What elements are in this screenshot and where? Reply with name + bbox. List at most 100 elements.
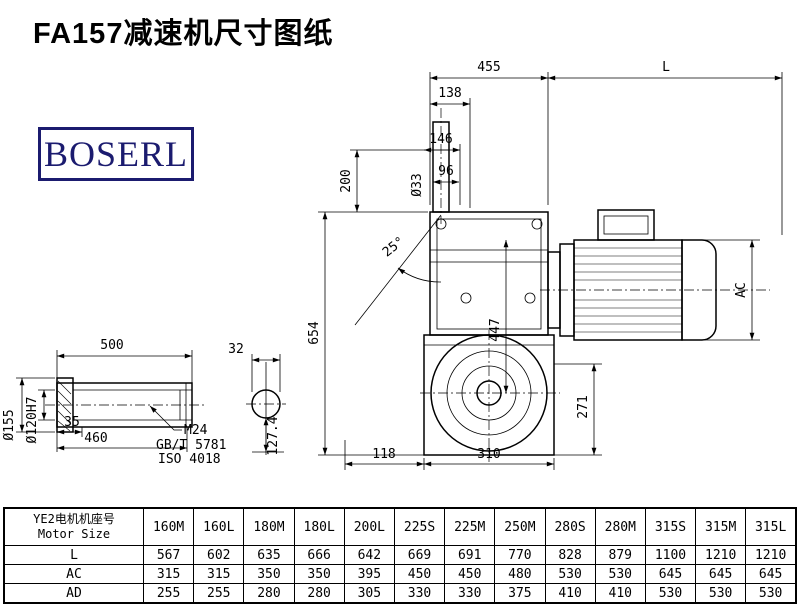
shaft-hatching xyxy=(57,380,72,432)
table-cell: 280 xyxy=(243,583,295,604)
dim-310-label: 310 xyxy=(477,447,500,462)
motor xyxy=(540,209,770,341)
table-cell: 770 xyxy=(494,545,546,565)
table-header-cell: 200L xyxy=(343,507,395,546)
note-iso-label: ISO 4018 xyxy=(158,452,221,467)
table-header-cell: 180M xyxy=(243,507,295,546)
dim-d33-label: Ø33 xyxy=(410,173,425,196)
dim-127-4-label: 127.4 xyxy=(266,416,281,455)
table-header-cell: 160L xyxy=(193,507,245,546)
table-header-cell: 225S xyxy=(393,507,446,546)
table-row-label: AC xyxy=(3,564,144,584)
technical-drawing: 455 L 138 146 96 Ø33 200 25° 654 xyxy=(2,60,783,470)
table-cell: 480 xyxy=(494,564,546,584)
page-title: FA157减速机尺寸图纸 xyxy=(33,18,334,50)
dim-32-label: 32 xyxy=(228,342,244,357)
table-header-cell: 280S xyxy=(544,507,596,546)
table-header-cell: 315S xyxy=(644,507,697,546)
table-header-cell: 250M xyxy=(494,507,546,546)
dim-200-label: 200 xyxy=(339,169,354,192)
table-cell: 1100 xyxy=(644,545,697,565)
motor-terminal-box xyxy=(597,209,655,241)
table-cell: 330 xyxy=(444,583,496,604)
logo-box: BOSERL xyxy=(38,127,194,181)
table-cell: 642 xyxy=(343,545,395,565)
table-row-label: L xyxy=(3,545,144,565)
dim-500-label: 500 xyxy=(100,338,123,353)
dim-138-label: 138 xyxy=(438,86,461,101)
table-cell: 315 xyxy=(193,564,245,584)
dim-L-label: L xyxy=(662,60,670,75)
main-view-dimensions: 455 L 138 146 96 Ø33 200 25° 654 xyxy=(307,60,783,470)
table-cell: 602 xyxy=(193,545,245,565)
angle-reference xyxy=(354,214,442,326)
table-cell: 530 xyxy=(644,583,697,604)
dim-d155-label: Ø155 xyxy=(2,409,17,440)
logo-text: BOSERL xyxy=(43,134,189,174)
table-cell: 530 xyxy=(544,564,596,584)
table-cell: 450 xyxy=(393,564,446,584)
table-cell: 375 xyxy=(494,583,546,604)
hollow-shaft-detail-view: 500 35 460 Ø155 Ø120H7 M24 GB/T 5781 ISO… xyxy=(2,338,226,467)
table-cell: 350 xyxy=(293,564,345,584)
table-cell: 530 xyxy=(695,583,747,604)
table-cell: 635 xyxy=(243,545,295,565)
table-cell: 567 xyxy=(142,545,195,565)
dim-271-label: 271 xyxy=(576,395,591,418)
table-cell: 280 xyxy=(293,583,345,604)
table-cell: 255 xyxy=(193,583,245,604)
table-cell: 1210 xyxy=(695,545,747,565)
table-cell: 350 xyxy=(243,564,295,584)
dim-AC-label: AC xyxy=(734,282,749,298)
table-header-cell: 315M xyxy=(695,507,747,546)
table-header-cell: 225M xyxy=(444,507,496,546)
table-header-cell: 315L xyxy=(745,507,797,546)
table-header-cell: 160M xyxy=(142,507,195,546)
dim-d120H7-label: Ø120H7 xyxy=(25,397,40,444)
table-cell: 645 xyxy=(695,564,747,584)
table-cell: 315 xyxy=(142,564,195,584)
note-m24-label: M24 xyxy=(184,423,208,438)
motor-terminal-box-inner xyxy=(603,215,649,235)
table-cell: 1210 xyxy=(745,545,797,565)
note-gbt-label: GB/T 5781 xyxy=(156,438,226,453)
output-flange xyxy=(420,330,560,462)
dim-146-label: 146 xyxy=(429,132,452,147)
dim-447-label: 447 xyxy=(488,318,503,341)
table-cell: 879 xyxy=(594,545,646,565)
dim-460-label: 460 xyxy=(84,431,107,446)
table-cell: 410 xyxy=(594,583,646,604)
dim-96-label: 96 xyxy=(438,164,454,179)
table-cell: 395 xyxy=(343,564,395,584)
table-row-label: AD xyxy=(3,583,144,604)
table-cell: 666 xyxy=(293,545,345,565)
table-header-cell: 280M xyxy=(594,507,646,546)
table-cell: 669 xyxy=(393,545,446,565)
table-cell: 255 xyxy=(142,583,195,604)
dim-35-label: 35 xyxy=(64,415,80,430)
m24-leader-line xyxy=(149,405,182,431)
table-cell: 828 xyxy=(544,545,596,565)
gearbox-housing-upper xyxy=(429,211,549,336)
dim-654-label: 654 xyxy=(307,321,322,345)
dim-455-label: 455 xyxy=(477,60,500,75)
table-cell: 450 xyxy=(444,564,496,584)
shaft-section-view: 32 127.4 xyxy=(228,342,286,456)
gearbox-housing-inner xyxy=(436,218,542,330)
table-cell: 530 xyxy=(745,583,797,604)
table-cell: 330 xyxy=(393,583,446,604)
table-cell: 410 xyxy=(544,583,596,604)
gearbox-front-view xyxy=(354,108,770,462)
dim-118-label: 118 xyxy=(372,447,395,462)
table-header-cell: 180L xyxy=(293,507,345,546)
table-cell: 530 xyxy=(594,564,646,584)
housing-bolts xyxy=(435,218,543,304)
